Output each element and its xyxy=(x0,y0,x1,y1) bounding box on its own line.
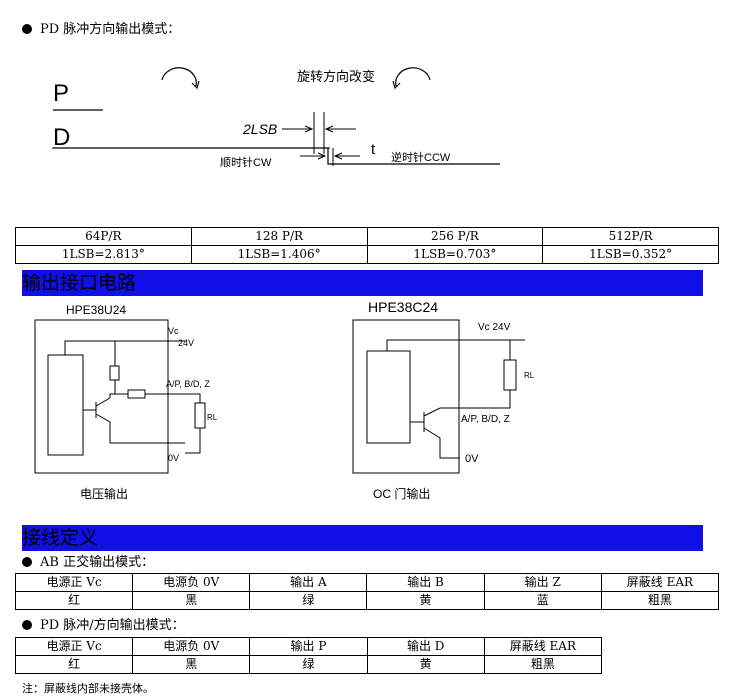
table-cell: 红 xyxy=(14,655,134,674)
table-cell: 1LSB=0.352° xyxy=(542,245,719,264)
section-title: 输出接口电路 xyxy=(22,272,137,294)
cw-arrowhead-icon xyxy=(191,80,200,90)
pd-mode-title: PD 脉冲方向输出模式： xyxy=(22,22,180,38)
cw-label: 顺时针CW xyxy=(220,155,272,169)
ab-mode-title: AB 正交输出模式： xyxy=(22,555,154,571)
pd-wiring-title: PD 脉冲/方向输出模式： xyxy=(22,618,185,634)
table-cell: 黑 xyxy=(132,591,251,610)
lsb-label: 2LSB xyxy=(242,121,277,137)
table-cell: 绿 xyxy=(249,591,368,610)
table-cell: 256 P/R xyxy=(366,227,544,246)
reverse-direction-label: 旋转方向改变 xyxy=(297,69,375,84)
table-cell: 黑 xyxy=(132,655,251,674)
encoder-box xyxy=(34,319,169,474)
table-cell: 电源负 0V xyxy=(132,573,251,592)
table-cell: 1LSB=2.813° xyxy=(15,245,192,264)
bullet-icon xyxy=(22,557,32,567)
table-cell: 绿 xyxy=(249,655,368,674)
table-row: 电源正 Vc 电源负 0V 输出 A 输出 B 输出 Z 屏蔽线 EAR xyxy=(14,573,720,592)
t-arrow-in-icon xyxy=(300,152,327,160)
d-signal-label: D xyxy=(53,124,70,151)
section-header-output: 输出接口电路 xyxy=(22,270,703,296)
resolution-table: 64P/R 128 P/R 256 P/R 512P/R 1LSB=2.813°… xyxy=(15,227,719,264)
ccw-label: 逆时针CCW xyxy=(391,150,451,164)
encoder-box xyxy=(352,319,460,474)
section-title: 接线定义 xyxy=(22,527,99,549)
circuit-caption: 电压输出 xyxy=(80,486,128,501)
pd-wiring-table: 电源正 Vc 电源负 0V 输出 P 输出 D 屏蔽线 EAR 红 黑 绿 黄 … xyxy=(14,637,603,674)
transistor-symbol xyxy=(83,393,185,444)
vc-24v-label: Vc 24V xyxy=(478,322,511,333)
table-cell: 电源负 0V xyxy=(132,637,251,656)
load-resistor xyxy=(194,402,206,429)
table-row: 红 黑 绿 黄 蓝 粗黑 xyxy=(14,591,720,610)
table-cell: 128 P/R xyxy=(190,227,368,246)
output-label: A/P, B/D, Z xyxy=(461,414,510,425)
table-cell: 粗黑 xyxy=(600,591,720,610)
table-cell: 输出 D xyxy=(366,637,485,656)
table-cell: 1LSB=0.703° xyxy=(366,245,544,264)
table-row: 电源正 Vc 电源负 0V 输出 P 输出 D 屏蔽线 EAR xyxy=(14,637,603,656)
table-cell: 屏蔽线 EAR xyxy=(483,637,603,656)
vc-label: Vc xyxy=(168,326,179,336)
ov-label: 0V xyxy=(465,453,479,465)
table-cell: 红 xyxy=(14,591,134,610)
ccw-arrowhead-icon xyxy=(392,80,401,90)
timing-diagram: P D 旋转方向改变 2LSB t 顺时针CW 逆时针CCW xyxy=(52,67,500,169)
ccw-rotation-icon xyxy=(395,67,431,87)
load-resistor xyxy=(503,359,517,391)
circuit-model-label: HPE38C24 xyxy=(368,299,438,315)
rl-label: RL xyxy=(524,371,535,380)
encoder-block xyxy=(47,354,84,456)
transistor-symbol xyxy=(410,407,460,459)
oc-output-circuit: HPE38C24 Vc 24V RL A/P, B/D, Z 0V OC 门输出 xyxy=(352,299,535,501)
v24-label: 24V xyxy=(178,338,194,348)
table-cell: 粗黑 xyxy=(483,655,603,674)
ab-wiring-table: 电源正 Vc 电源负 0V 输出 A 输出 B 输出 Z 屏蔽线 EAR 红 黑… xyxy=(14,573,720,610)
circuit-caption: OC 门输出 xyxy=(373,486,430,501)
t-arrow-out-icon xyxy=(333,152,360,160)
cw-rotation-icon xyxy=(161,67,197,87)
table-row: 64P/R 128 P/R 256 P/R 512P/R xyxy=(15,227,719,246)
table-cell: 屏蔽线 EAR xyxy=(600,573,720,592)
table-cell: 黄 xyxy=(366,655,485,674)
table-cell: 输出 Z xyxy=(483,573,602,592)
table-cell: 输出 P xyxy=(249,637,368,656)
p-signal-label: P xyxy=(53,80,69,107)
bullet-icon xyxy=(22,620,32,630)
table-row: 红 黑 绿 黄 粗黑 xyxy=(14,655,603,674)
pullup-resistor xyxy=(109,365,120,381)
table-cell: 输出 B xyxy=(366,573,485,592)
circuit-model-label: HPE38U24 xyxy=(66,303,126,317)
supply-wiring xyxy=(386,339,525,409)
table-row: 1LSB=2.813° 1LSB=1.406° 1LSB=0.703° 1LSB… xyxy=(15,245,719,264)
table-cell: 输出 A xyxy=(249,573,368,592)
encoder-block xyxy=(366,350,411,444)
table-cell: 蓝 xyxy=(483,591,602,610)
footnote: 注：屏蔽线内部未接壳体。 xyxy=(22,682,154,695)
output-label: A/P, B/D, Z xyxy=(166,379,210,389)
table-cell: 黄 xyxy=(366,591,485,610)
bullet-icon xyxy=(22,24,32,34)
table-cell: 64P/R xyxy=(15,227,192,246)
lsb-arrow-in-icon xyxy=(282,125,314,133)
voltage-output-circuit: HPE38U24 Vc 24V A/P, B/D, Z RL 0V 电压输出 xyxy=(34,303,218,501)
section-header-wiring: 接线定义 xyxy=(22,525,703,551)
ov-label: 0V xyxy=(168,453,179,463)
rl-label: RL xyxy=(207,413,218,422)
table-cell: 电源正 Vc xyxy=(14,573,134,592)
lsb-arrow-out-icon xyxy=(324,125,356,133)
table-cell: 512P/R xyxy=(542,227,719,246)
load-wiring xyxy=(145,393,201,454)
table-cell: 1LSB=1.406° xyxy=(190,245,368,264)
t-label: t xyxy=(371,141,376,158)
table-cell: 电源正 Vc xyxy=(14,637,134,656)
series-resistor xyxy=(127,389,146,399)
